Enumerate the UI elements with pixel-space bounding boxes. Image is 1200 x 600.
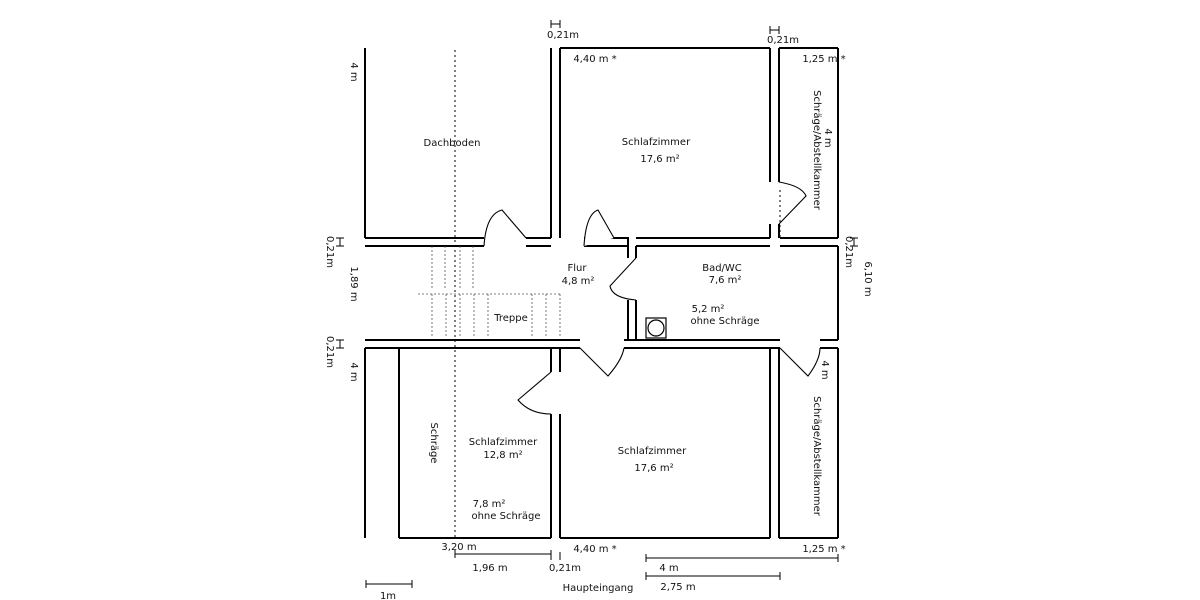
wall-corridor-top-a <box>365 237 838 246</box>
label-schlafzimmer-br-area: 17,6 m² <box>634 463 673 474</box>
label-flur-area: 4,8 m² <box>562 276 595 287</box>
label-bad-area: 7,6 m² <box>709 275 742 286</box>
dimension-lines <box>336 20 858 588</box>
stairs <box>418 246 561 338</box>
label-abstellkammer-bottom: Schräge/Abstellkammer <box>811 396 822 517</box>
wall-bl-br <box>550 348 561 538</box>
label-schraege: Schräge <box>428 423 439 464</box>
label-abstellkammer-top: Schräge/Abstellkammer <box>811 90 822 211</box>
door-dachboden <box>483 209 527 247</box>
scale-bar <box>365 580 413 588</box>
label-flur: Flur <box>568 263 588 274</box>
dim-left-wall-2: 0,21m <box>324 336 335 368</box>
label-treppe: Treppe <box>493 313 528 324</box>
door-bedroom-bl <box>517 371 552 415</box>
label-schlafzimmer-br: Schlafzimmer <box>618 446 687 457</box>
label-schlafzimmer-bl: Schlafzimmer <box>469 437 538 448</box>
door-storage-top <box>778 181 807 225</box>
dim-left-bottom-height: 4 m <box>348 362 359 381</box>
door-storage-bottom <box>779 347 821 377</box>
dim-right-wall: 0,21m <box>843 236 854 268</box>
dim-left-wall-1: 0,21m <box>324 236 335 268</box>
dim-total-height: 6,10 m <box>862 261 873 296</box>
shaft-box <box>645 317 667 339</box>
dim-bottom-1-96: 1,96 m <box>472 563 507 574</box>
dim-right-bottom-height: 4 m <box>819 360 830 379</box>
door-bad <box>609 257 637 301</box>
wall-flur-bad <box>627 246 637 340</box>
label-schlafzimmer-bl-net-area: 7,8 m² <box>473 499 506 510</box>
dim-bottom-4m: 4 m <box>659 563 678 574</box>
door-bedroom-bottom <box>579 347 625 377</box>
shaft-circle <box>647 319 665 337</box>
dim-top-right-width: 1,25 m * <box>802 54 845 65</box>
dim-wall-top-left: 0,21m <box>547 30 579 41</box>
dim-scale-label: 1m <box>380 591 396 600</box>
label-bad: Bad/WC <box>702 263 742 274</box>
dim-left-top-height: 4 m <box>348 62 359 81</box>
dim-top-bedroom-width: 4,40 m * <box>573 54 616 65</box>
doors <box>483 181 821 415</box>
label-bad-net-area: 5,2 m² <box>692 304 725 315</box>
walls <box>364 47 839 539</box>
dim-bottom-2-75: 2,75 m <box>660 582 695 593</box>
door-bedroom-top <box>583 209 615 247</box>
wall-bedroom-storage <box>769 48 780 238</box>
dim-flur-depth: 1,89 m <box>348 266 359 301</box>
dim-right-top-height: 4 m <box>822 128 833 147</box>
wall-dachboden-bedroom <box>550 48 561 238</box>
dim-bottom-wall: 0,21m <box>549 563 581 574</box>
dim-bottom-bedroom-width: 4,40 m * <box>573 544 616 555</box>
label-schlafzimmer-top-area: 17,6 m² <box>640 154 679 165</box>
dim-bottom-right-width: 1,25 m * <box>802 544 845 555</box>
wall-br-storage <box>769 348 780 538</box>
label-schlafzimmer-top: Schlafzimmer <box>622 137 691 148</box>
dim-bottom-left-width: 3,20 m <box>441 542 476 553</box>
label-bad-net-note: ohne Schräge <box>690 316 759 327</box>
label-schlafzimmer-bl-area: 12,8 m² <box>483 450 522 461</box>
label-dachboden: Dachboden <box>424 138 481 149</box>
dim-wall-top-right: 0,21m <box>767 35 799 46</box>
label-schlafzimmer-bl-net-note: ohne Schräge <box>471 511 540 522</box>
label-haupteingang: Haupteingang <box>563 583 634 594</box>
